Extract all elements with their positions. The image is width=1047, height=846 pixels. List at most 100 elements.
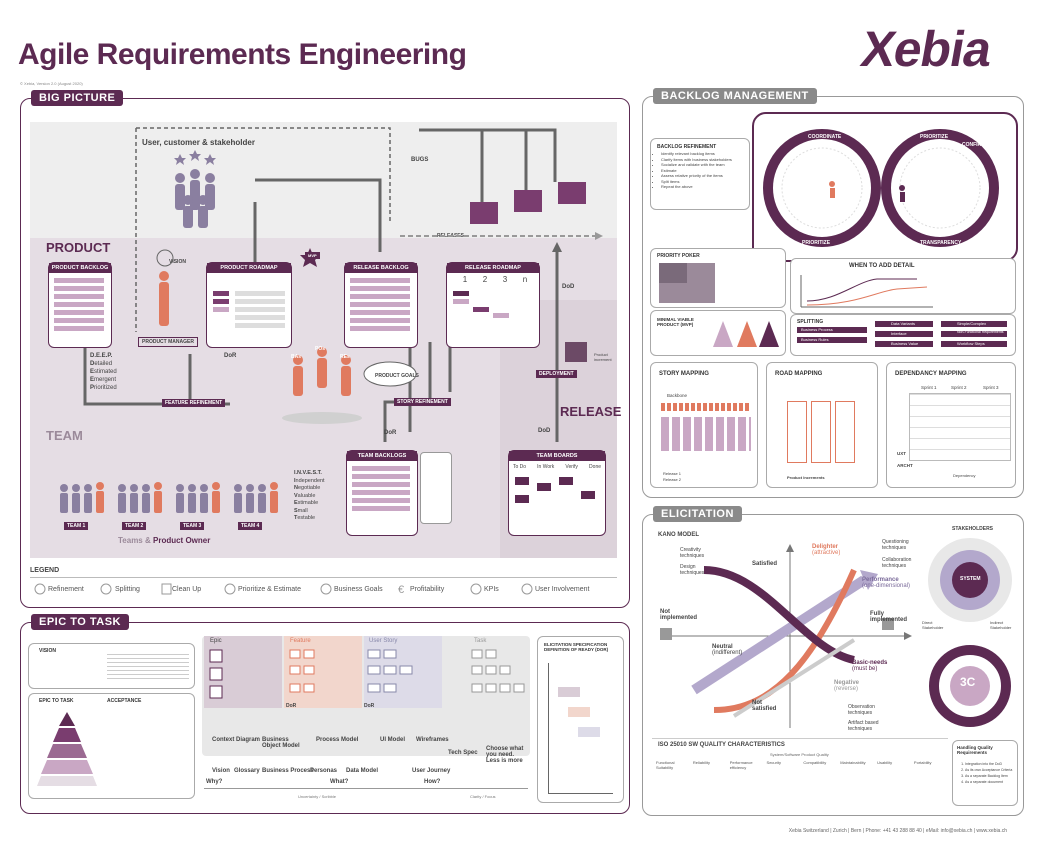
model-bom: Business Object Model — [262, 737, 300, 749]
stakeholders-title: STAKEHOLDERS — [952, 526, 994, 532]
splitting-box: SPLITTING Business Process Business Rule… — [790, 314, 1016, 356]
invest-item: Testable — [294, 515, 316, 521]
invest-item: Small — [294, 507, 308, 514]
svg-text:€: € — [398, 584, 404, 596]
xebia-logo: Xebia — [857, 21, 996, 77]
team-dor: DoR — [384, 430, 397, 436]
uncertainty-label: Uncertainty / Scribble — [298, 794, 337, 799]
model-process: Process Model — [316, 737, 359, 743]
refinement-list: Identify relevant backlog items Clarify … — [653, 151, 747, 190]
clarity-label: Clarity / Focus — [470, 794, 496, 799]
svg-text:COORDINATE: COORDINATE — [808, 134, 842, 140]
legend-splitting: Splitting — [115, 586, 140, 593]
model-techspec: Tech Spec — [448, 750, 478, 756]
big-picture-title: BIG PICTURE — [31, 90, 124, 106]
kano-collaboration: Collaboration techniques — [882, 557, 912, 569]
vision-box: VISION — [28, 643, 195, 689]
release-backlog-title: RELEASE BACKLOG — [345, 263, 417, 273]
story-refinement-tag: STORY REFINEMENT — [394, 398, 451, 406]
product-roadmap-title: PRODUCT ROADMAP — [207, 263, 291, 273]
team-backlogs-box: TEAM BACKLOGS — [346, 450, 418, 536]
product-label: PRODUCT — [46, 240, 111, 255]
epic-to-task-title: EPIC TO TASK — [31, 614, 129, 630]
model-glossary: Glossary — [234, 768, 260, 774]
release-roadmap-title: RELEASE ROADMAP — [447, 263, 539, 273]
release-roadmap-box: RELEASE ROADMAP 1 2 3 n — [446, 262, 540, 348]
legend-refinement: Refinement — [48, 586, 84, 593]
roadmap-col: 1 — [462, 275, 468, 284]
backlog-management-title: BACKLOG MANAGEMENT — [653, 88, 817, 104]
kano-observation: Observation techniques — [848, 704, 875, 716]
invest-list: I.N.V.E.S.T. Independent Negotiable Valu… — [294, 470, 325, 523]
three-c-cycle — [929, 645, 1011, 727]
legend-cleanup: Clean Up — [172, 586, 202, 593]
why-how-bar — [204, 788, 528, 789]
release-backlog-box: RELEASE BACKLOG — [344, 262, 418, 348]
board-col: Verify — [565, 464, 578, 470]
product-backlog-title: PRODUCT BACKLOG — [49, 263, 111, 273]
product-goals-tag: PRODUCT GOALS — [375, 373, 419, 379]
product-roadmap-box: PRODUCT ROADMAP — [206, 262, 292, 348]
team-backlogs-title: TEAM BACKLOGS — [347, 451, 417, 461]
iso-title: ISO 25010 SW QUALITY CHARACTERISTICS — [658, 742, 785, 748]
legend-business-goals: Business Goals — [334, 586, 383, 593]
kano-not-satisfied: Not satisfied — [752, 700, 777, 712]
board-col: In Work — [537, 464, 555, 470]
model-personas: Personas — [310, 768, 338, 774]
choose-note: Choose what you need. Less is more — [486, 746, 524, 764]
kano-chart — [660, 544, 912, 728]
story-mapping-box: STORY MAPPING Backbone Release 1 Release… — [650, 362, 758, 488]
model-wireframes: Wireframes — [416, 737, 449, 743]
how-label: How? — [424, 779, 441, 785]
elicitation-title: ELICITATION — [653, 506, 742, 522]
legend-title: LEGEND — [30, 567, 60, 574]
model-context: Context Diagram — [212, 737, 261, 743]
team-backlogs-stack — [420, 452, 452, 524]
product-backlog-box: PRODUCT BACKLOG — [48, 262, 112, 348]
invest-item: Estimable — [294, 500, 319, 506]
refinement-loop: COORDINATE PRIORITIZE CONFIRMATION PRIOR… — [763, 129, 1001, 247]
epic-grid-cards — [209, 649, 525, 699]
invest-item: Negotiable — [294, 485, 321, 491]
product-increment-label: Product increment — [594, 352, 612, 362]
roadmap-col: n — [522, 275, 528, 284]
deep-title: D.E.E.P. — [90, 353, 113, 359]
deep-list: D.E.E.P. Detailed Estimated Emergent Pri… — [90, 352, 117, 392]
kano-fully-implemented: Fully implemented — [870, 611, 908, 623]
mvp-box: MINIMAL VIABLE PRODUCT (MVP) — [650, 310, 786, 356]
deep-item: Detailed — [90, 361, 113, 367]
system-label: SYSTEM — [960, 576, 981, 582]
deployment-tag: DEPLOYMENT — [536, 370, 577, 378]
indirect-stakeholder: Indirect Stakeholder — [990, 620, 1012, 630]
mvp-tag: MVP — [305, 252, 320, 259]
kano-questioning: Questioning techniques — [882, 539, 909, 551]
team-dod: DoD — [538, 428, 551, 434]
col-user-story: User Story — [369, 638, 398, 644]
invest-item: Independent — [294, 477, 325, 484]
kano-design: Design techniques — [680, 564, 705, 576]
kano-creativity: Creativity techniques — [680, 547, 705, 559]
model-ui: UI Model — [380, 737, 405, 743]
stakeholder-onion — [928, 538, 1012, 622]
legend-kpis: KPIs — [484, 586, 499, 593]
what-label: What? — [330, 779, 349, 785]
kano-neutral: Neutral(indifferent) — [712, 644, 743, 656]
product-dor: DoR — [224, 353, 237, 359]
col-epic: Epic — [210, 638, 222, 644]
handling-box: Handling Quality Requirements Integratio… — [952, 740, 1018, 806]
col-task: Task — [474, 638, 487, 644]
invest-title: I.N.V.E.S.T. — [294, 470, 322, 476]
team-boards-box: TEAM BOARDS To Do In Work Verify Done — [508, 450, 606, 536]
roadmap-col: 2 — [482, 275, 488, 284]
when-to-add-box: WHEN TO ADD DETAIL — [790, 258, 1016, 314]
dependency-mapping-box: DEPENDANCY MAPPING Sprint 1 Sprint 2 Spr… — [886, 362, 1016, 488]
iso-subtitle: System/Software Product Quality — [770, 752, 829, 757]
deep-item: Emergent — [90, 377, 117, 383]
feature-refinement-tag: FEATURE REFINEMENT — [162, 399, 226, 407]
road-mapping-box: ROAD MAPPING Product Increments — [766, 362, 878, 488]
bugs-label: BUGS — [411, 157, 429, 163]
team-label: TEAM — [46, 428, 83, 443]
release-label: RELEASE — [560, 404, 622, 419]
epic-to-task-box: EPIC TO TASK ACCEPTANCE — [28, 693, 195, 799]
elicitation-spec-box: ELICITATION SPECIFICATION DEFINITION OF … — [537, 636, 624, 803]
